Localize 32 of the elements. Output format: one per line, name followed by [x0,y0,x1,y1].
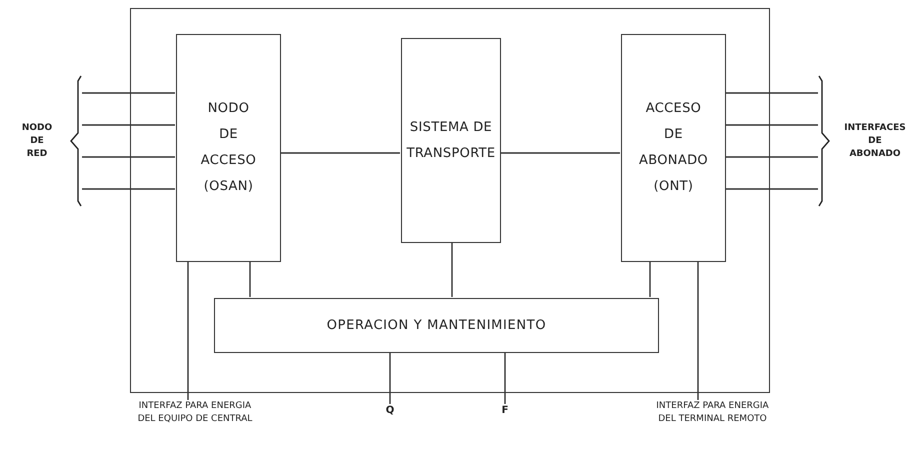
connector-line [725,92,818,94]
connector-line [725,156,818,158]
connector-line [649,261,651,297]
connector-line [725,188,818,190]
node-label: NODO DE RED [22,122,52,160]
node-label: INTERFAZ PARA ENERGIA DEL TERMINAL REMOTO [655,400,770,426]
connector-line [504,352,506,404]
connector-line [82,156,175,158]
connector-line [249,261,251,297]
connector-line [82,124,175,126]
connector-line [82,92,175,94]
node-label: INTERFAZ PARA ENERGIA DEL EQUIPO DE CENTRAL [136,400,254,426]
connector-line [500,152,620,154]
connector-line [451,242,453,297]
node-label: NODO DE ACCESO (OSAN) [200,100,256,196]
process-box [621,34,726,262]
system-boundary-box [130,8,770,393]
node-label: INTERFACES DE ABONADO [844,122,906,160]
process-box [214,298,659,353]
connector-line [697,261,699,400]
node-label: F [502,404,508,418]
node-label: ACCESO DE ABONADO (ONT) [639,100,708,196]
connector-line [82,188,175,190]
connector-line [725,124,818,126]
process-box [401,38,501,243]
connector-line [389,352,391,404]
node-label: Q [386,404,394,418]
process-box [176,34,281,262]
node-label: SISTEMA DE TRANSPORTE [406,118,496,162]
connector-line [187,261,189,400]
connector-line [280,152,400,154]
node-label: OPERACION Y MANTENIMIENTO [326,316,546,335]
